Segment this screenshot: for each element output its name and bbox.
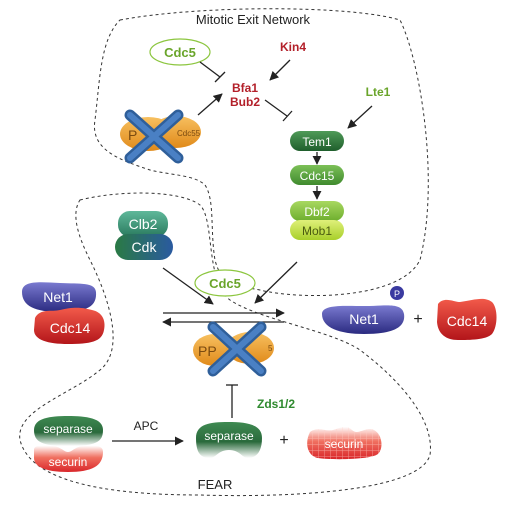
zds-label: Zds1/2: [257, 397, 295, 411]
securin-left-label: securin: [49, 455, 88, 469]
bub2-label: Bub2: [230, 95, 260, 109]
edge-cdc5-inhibit-bar: [214, 71, 226, 83]
net1-right-label: Net1: [349, 311, 379, 327]
cdc5-mid-label: Cdc5: [209, 276, 241, 291]
cdc55-top-label: Cdc55: [177, 129, 201, 138]
plus-cleavage-products: +: [279, 432, 288, 449]
cdk-label: Cdk: [132, 239, 158, 255]
cdc14-left-label: Cdc14: [50, 320, 91, 336]
pp2a-top-label: P: [128, 127, 137, 143]
cdc14-right-label: Cdc14: [447, 313, 488, 329]
cdc5-top-label: Cdc5: [164, 45, 196, 60]
fear-title: FEAR: [198, 477, 233, 492]
edge-bfa1-inhibits-tem1: [264, 99, 288, 117]
tem1-label: Tem1: [302, 135, 332, 149]
separase-left-label: separase: [43, 422, 93, 436]
separase-right-label: separase: [204, 429, 254, 443]
mob1-node: [290, 220, 344, 240]
net1-left-node: [22, 282, 97, 312]
edge-bfa1-inhibit-bar: [282, 110, 293, 122]
edge-lte1-to-tem1: [347, 105, 373, 129]
cdc5-mid-oval: [194, 269, 256, 297]
net1-left-label: Net1: [43, 289, 73, 305]
edge-cdk-to-equilibrium: [162, 267, 214, 305]
phospho-icon: [390, 286, 404, 300]
securin-right-label: securin: [325, 437, 364, 451]
dbf2-node: [290, 201, 344, 221]
lte1-label: Lte1: [366, 85, 391, 99]
edge-mob1-to-equilibrium: [254, 261, 298, 304]
bfa1-label: Bfa1: [232, 81, 258, 95]
plus-free-products: +: [413, 311, 422, 328]
cdc14-left-node: [34, 307, 105, 344]
cdc5-top-oval: [149, 38, 211, 66]
cdc14-right-node: [437, 298, 497, 340]
cdc15-label: Cdc15: [300, 169, 335, 183]
dbf2-label: Dbf2: [304, 205, 330, 219]
cdk-node: [115, 234, 173, 260]
mob1-label: Mob1: [302, 224, 332, 238]
cdc15-node: [290, 165, 344, 185]
phospho-label: P: [394, 289, 400, 299]
kin4-label: Kin4: [280, 40, 306, 54]
apc-label: APC: [134, 419, 159, 433]
clb2-node: [118, 211, 168, 237]
men-title: Mitotic Exit Network: [196, 12, 311, 27]
tem1-node: [290, 131, 344, 151]
edge-pp2a-to-bfa1: [197, 93, 223, 116]
securin-right-node: [307, 426, 382, 460]
separase-left-node: [34, 416, 103, 446]
securin-left-node: [34, 445, 103, 472]
inactivation-cross-icon: [124, 109, 184, 164]
edge-kin4-to-bfa1: [269, 59, 291, 81]
separase-right-node: [196, 422, 262, 458]
net1-right-node: [322, 305, 405, 334]
inactivation-cross-mid-icon: [207, 321, 267, 377]
pp-mid-label: PP: [198, 343, 217, 359]
edge-cdc5-inhibits-bfa1: [199, 61, 221, 78]
pp-mid-suffix: 5: [268, 344, 273, 353]
fear-region-outline: [19, 192, 431, 497]
clb2-label: Clb2: [129, 216, 158, 232]
